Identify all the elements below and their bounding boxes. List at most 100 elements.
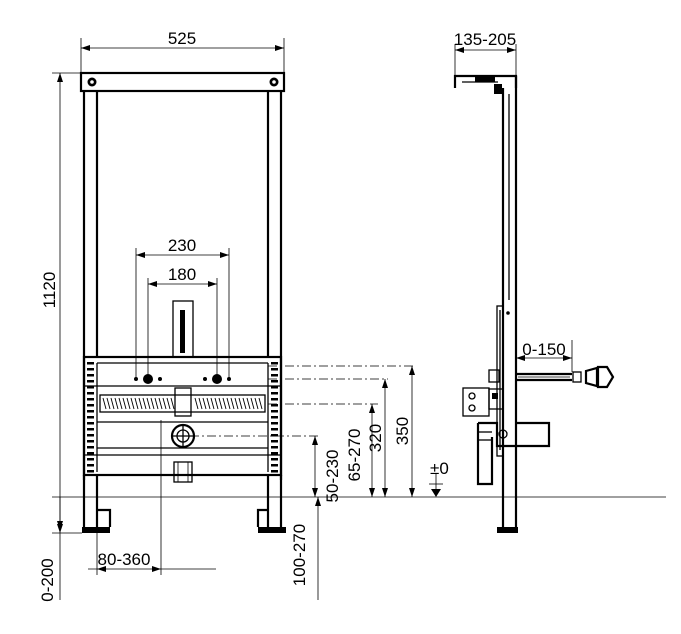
hatch-line <box>102 397 107 410</box>
hatch-line <box>114 397 119 410</box>
perforation-slot <box>87 380 94 383</box>
hatch-line <box>198 397 203 410</box>
perforation-slot <box>87 440 94 443</box>
dim-80-360-label: 80-360 <box>98 550 151 569</box>
perforation-slot <box>87 458 94 461</box>
hatch-line <box>154 397 159 410</box>
hatch-line <box>138 397 143 410</box>
perforation-slot <box>87 446 94 449</box>
dim-1120: 1120 <box>40 72 81 530</box>
dim-180: 180 <box>147 265 218 379</box>
perforation-slot <box>87 362 94 365</box>
perforation-slot <box>87 434 94 437</box>
dim-0-200: 0-200 <box>38 497 82 602</box>
perforation-slot <box>87 428 94 431</box>
dim-65-270-label: 65-270 <box>345 429 364 482</box>
hatch-line <box>146 397 151 410</box>
hatch-line <box>122 397 127 410</box>
hatch-line <box>110 397 115 410</box>
perforation-slot <box>271 422 278 425</box>
perforation-slot <box>87 470 94 473</box>
hatch-line <box>254 397 259 410</box>
dim-230-label: 230 <box>168 236 196 255</box>
hatch-line <box>166 397 171 410</box>
hatch-line <box>218 397 223 410</box>
hatch-line <box>234 397 239 410</box>
hatch-line <box>246 397 251 410</box>
hatch-line <box>162 397 167 410</box>
hatch-line <box>206 397 211 410</box>
perforation-slot <box>271 446 278 449</box>
hatch-line <box>258 397 263 410</box>
perforation-slot <box>87 398 94 401</box>
hatch-line <box>242 397 247 410</box>
dim-230: 230 <box>135 236 230 379</box>
hatch-line <box>118 397 123 410</box>
perforation-slot <box>87 374 94 377</box>
dim-525-label: 525 <box>168 29 196 48</box>
perforation-slot <box>87 416 94 419</box>
hatch-line <box>238 397 243 410</box>
perforation-slot <box>271 464 278 467</box>
perforation-slot <box>271 470 278 473</box>
perforation-slot <box>271 458 278 461</box>
dim-1120-label: 1120 <box>40 272 59 309</box>
perforation-slot <box>271 416 278 419</box>
hatch-line <box>126 397 131 410</box>
perforation-slot <box>271 428 278 431</box>
perforation-slot <box>87 464 94 467</box>
hatch-line <box>170 397 175 410</box>
dim-0-150: 0-150 <box>515 340 573 372</box>
perforation-slot <box>271 374 278 377</box>
hatched-crossbar <box>102 397 263 410</box>
perforation-slot <box>271 368 278 371</box>
dim-50-230-label: 50-230 <box>323 450 342 503</box>
dim-350: 350 <box>393 366 415 497</box>
front-view-frame <box>79 71 286 533</box>
floor-level-marker: ±0 <box>429 459 449 497</box>
dim-525: 525 <box>80 29 285 73</box>
dim-50-230: 50-230 <box>312 436 342 502</box>
hatch-line <box>158 397 163 410</box>
dim-320-label: 320 <box>366 424 385 452</box>
hatch-line <box>202 397 207 410</box>
perforation-slot <box>271 440 278 443</box>
hatch-line <box>134 397 139 410</box>
hatch-line <box>150 397 155 410</box>
perforation-slot <box>271 434 278 437</box>
perforation-slot <box>271 380 278 383</box>
floor-level-label: ±0 <box>430 459 449 478</box>
perforation-slot <box>271 398 278 401</box>
dim-100-270: 100-270 <box>290 497 321 600</box>
perforation-slot <box>271 362 278 365</box>
hatch-line <box>222 397 227 410</box>
perforation-slot <box>87 368 94 371</box>
dim-350-label: 350 <box>393 417 412 445</box>
perforation-slot <box>271 410 278 413</box>
hatch-line <box>194 397 199 410</box>
hatch-line <box>210 397 215 410</box>
side-view-frame: 135-205 <box>454 30 615 533</box>
perforation-slot <box>271 452 278 455</box>
perforation-slot <box>87 404 94 407</box>
hatch-line <box>106 397 111 410</box>
perforation-slot <box>271 404 278 407</box>
hatch-line <box>130 397 135 410</box>
hatch-line <box>142 397 147 410</box>
perforation-slot <box>87 410 94 413</box>
dim-65-270: 65-270 <box>345 404 375 497</box>
perforation-slot <box>87 386 94 389</box>
height-extension-lines <box>190 365 415 437</box>
perforation-slot <box>87 392 94 395</box>
dim-180-label: 180 <box>168 265 196 284</box>
perforation-slot <box>271 386 278 389</box>
hatch-line <box>214 397 219 410</box>
dim-0-150-label: 0-150 <box>522 340 565 359</box>
dim-320: 320 <box>366 379 388 497</box>
dim-80-360: 80-360 <box>88 420 216 575</box>
hatch-line <box>230 397 235 410</box>
perforation-slot <box>87 452 94 455</box>
dim-100-270-label: 100-270 <box>290 524 309 586</box>
frame-perforations <box>87 362 278 473</box>
